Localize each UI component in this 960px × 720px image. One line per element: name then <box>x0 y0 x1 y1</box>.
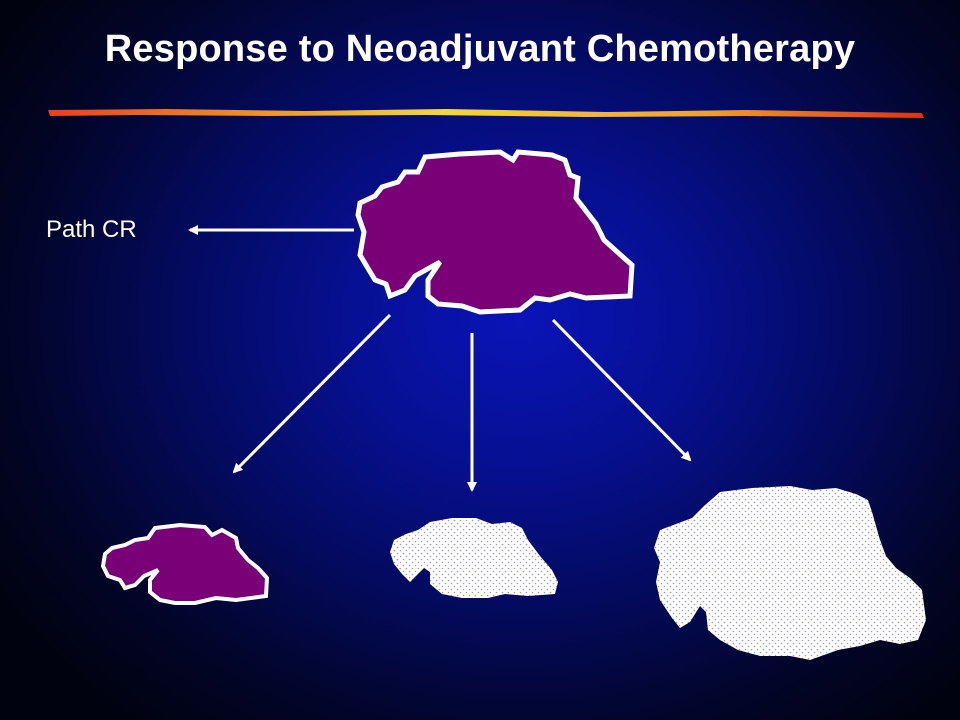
dotted-tumor-medium <box>390 518 558 598</box>
path-cr-label: Path CR <box>46 216 137 243</box>
residual-tumor-small <box>100 522 270 605</box>
primary-tumor <box>355 149 635 315</box>
title-underline <box>48 109 924 118</box>
dotted-tumor-large <box>654 486 926 660</box>
arrow-partial-response <box>232 313 392 474</box>
arrow-progression <box>551 318 692 462</box>
slide-title: Response to Neoadjuvant Chemotherapy <box>104 28 856 70</box>
